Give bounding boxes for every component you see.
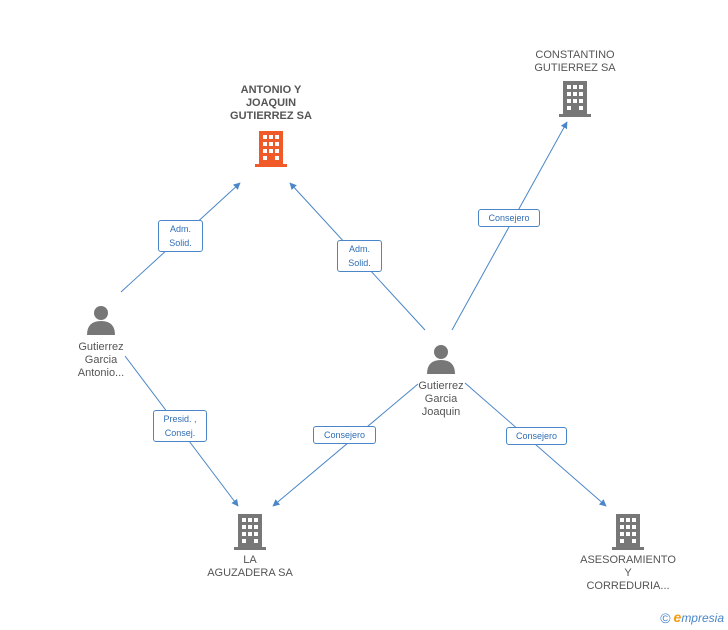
building-icon: [612, 514, 644, 550]
brand-logo-e: e: [673, 609, 682, 625]
edge-label-consejero-asesoramiento[interactable]: Consejero: [506, 427, 567, 445]
node-la-aguzadera-sa[interactable]: LA AGUZADERA SA: [200, 514, 300, 580]
node-constantino-gutierrez-sa[interactable]: CONSTANTINO GUTIERREZ SA: [520, 49, 630, 117]
edge-label-presid-consej[interactable]: Presid. , Consej.: [153, 410, 207, 442]
edge-line-e5: [272, 383, 419, 507]
person-icon: [427, 345, 455, 374]
node-gutierrez-garcia-joaquin[interactable]: Gutierrez Garcia Joaquin: [396, 344, 486, 419]
building-icon: [559, 81, 591, 117]
edge-label-adm-solid-joaquin[interactable]: Adm. Solid.: [337, 240, 382, 272]
node-label: CONSTANTINO GUTIERREZ SA: [534, 49, 616, 74]
building-icon: [234, 514, 266, 550]
edge-label-adm-solid-antonio[interactable]: Adm. Solid.: [158, 220, 203, 252]
node-asesoramiento-y-correduria[interactable]: ASESORAMIENTO Y CORREDURIA...: [576, 514, 680, 593]
building-icon: [255, 131, 287, 167]
node-gutierrez-garcia-antonio[interactable]: Gutierrez Garcia Antonio...: [56, 305, 146, 380]
copyright-symbol: ©: [660, 610, 671, 626]
edge-label-consejero-constantino[interactable]: Consejero: [478, 209, 540, 227]
edge-label-consejero-aguzadera[interactable]: Consejero: [313, 426, 376, 444]
node-antonio-y-joaquin-gutierrez-sa[interactable]: ANTONIO Y JOAQUIN GUTIERREZ SA: [213, 84, 329, 167]
node-label: ANTONIO Y JOAQUIN GUTIERREZ SA: [230, 84, 312, 122]
brand-name: mpresia: [681, 611, 724, 625]
footer-brand: ©empresia: [660, 609, 724, 626]
node-label: ASESORAMIENTO Y CORREDURIA...: [580, 554, 676, 592]
node-label: LA AGUZADERA SA: [207, 554, 293, 579]
node-label: Gutierrez Garcia Joaquin: [418, 380, 464, 418]
node-label: Gutierrez Garcia Antonio...: [77, 341, 125, 379]
person-icon: [87, 306, 115, 335]
